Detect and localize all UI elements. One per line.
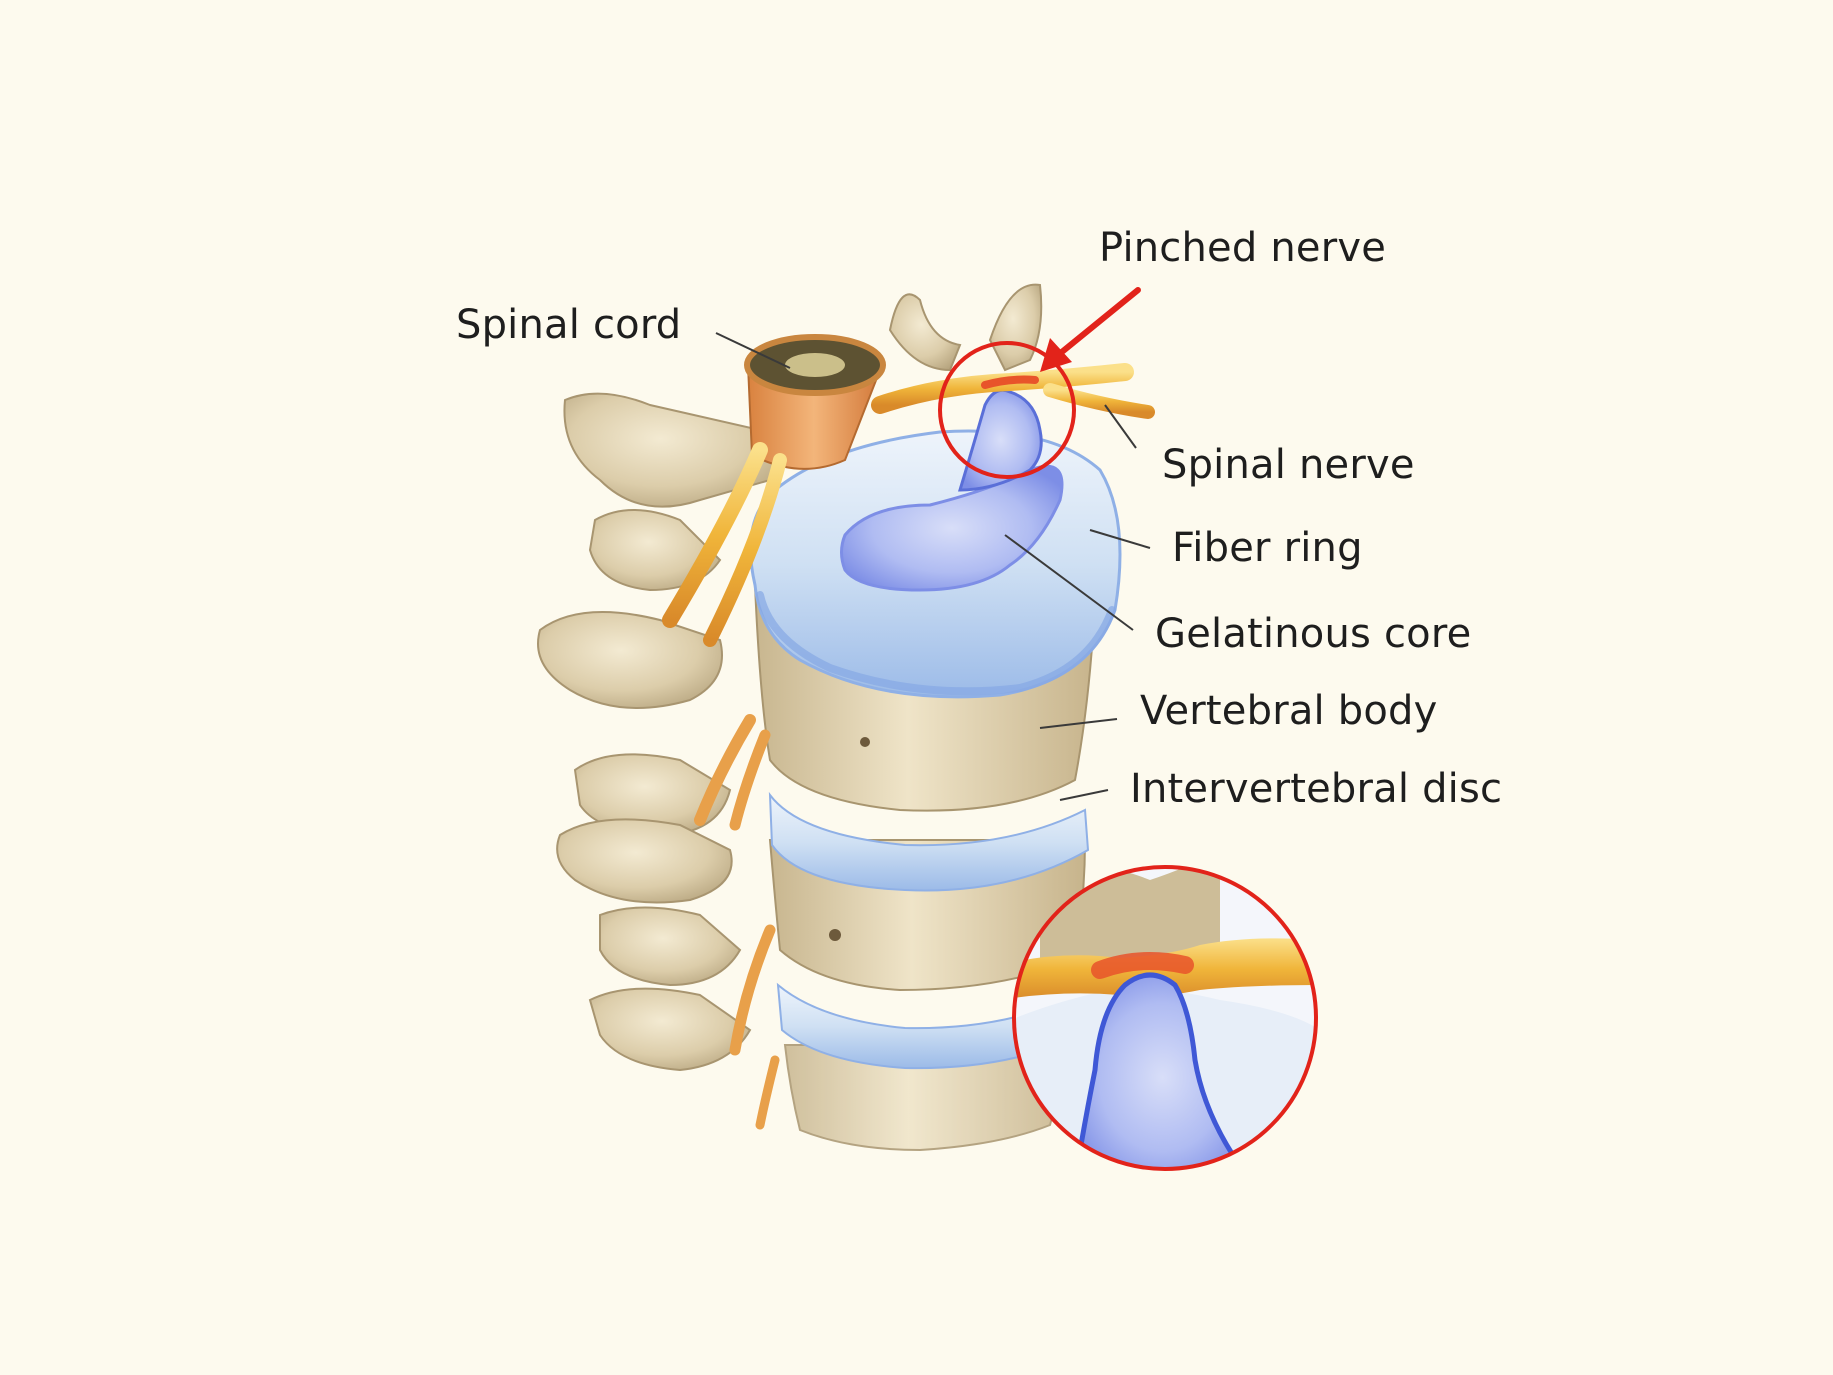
spinal-nerve xyxy=(871,363,1155,419)
leader-lines xyxy=(715,332,1151,801)
intervertebral-disc-label: Intervertebral disc xyxy=(1130,766,1503,812)
fiber-ring-label: Fiber ring xyxy=(1172,525,1363,571)
pinched-nerve-label: Pinched nerve xyxy=(1099,225,1387,271)
spinal-cord xyxy=(744,334,886,470)
gelatinous-core xyxy=(840,388,1064,592)
zoom-inset xyxy=(1012,865,1318,1171)
spinal-cord-label: Spinal cord xyxy=(456,302,682,348)
vertebral-body-label: Vertebral body xyxy=(1140,688,1438,734)
spinal-nerve-label: Spinal nerve xyxy=(1162,442,1415,488)
gelatinous-core-label: Gelatinous core xyxy=(1155,611,1472,657)
pinched-area-highlight xyxy=(938,341,1076,479)
vertebral-processes xyxy=(537,283,1043,1072)
nerve-roots xyxy=(662,442,787,1130)
pinched-nerve-arrow-icon xyxy=(1040,287,1141,372)
